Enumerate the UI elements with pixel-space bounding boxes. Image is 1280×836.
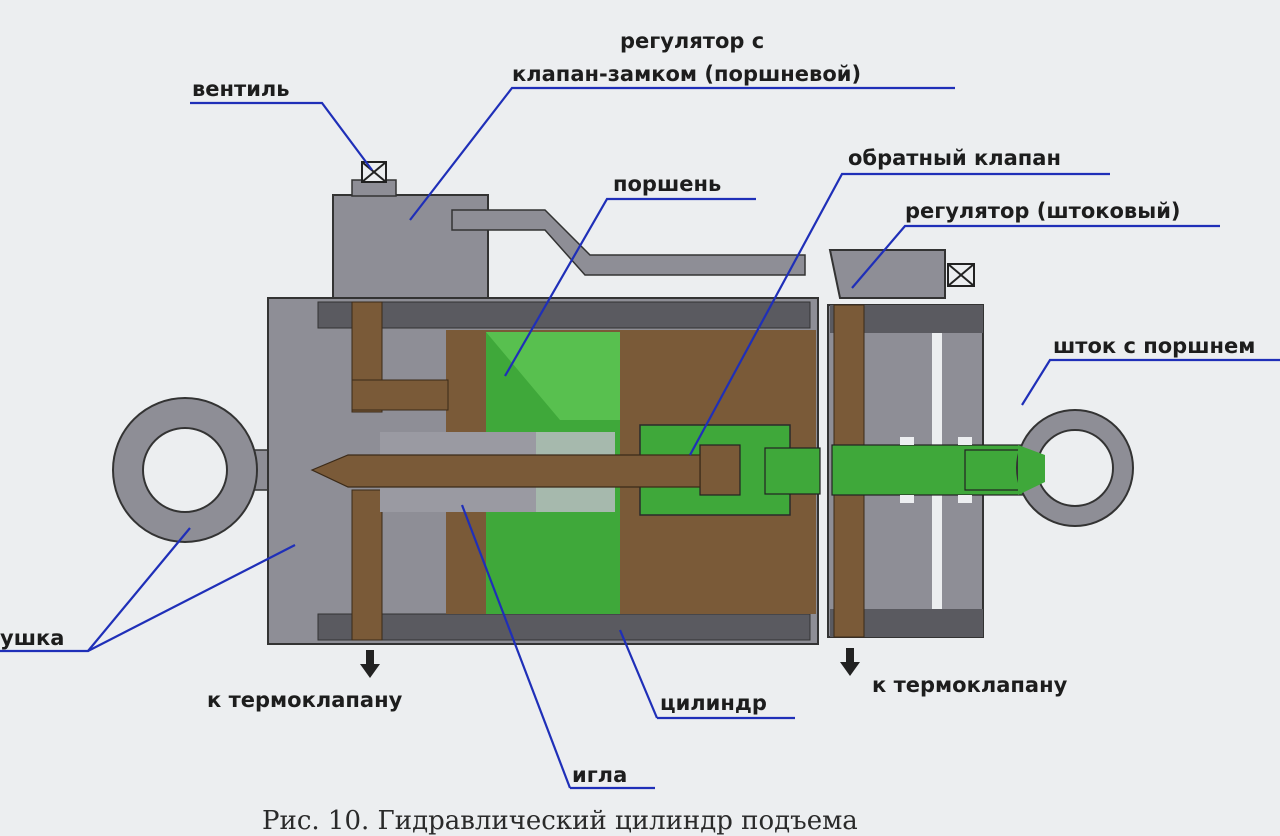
label-regulator-piston-2: клапан-замком (поршневой)	[512, 62, 862, 86]
rod-end-section	[827, 249, 1033, 638]
label-regulator-rod: регулятор (штоковый)	[905, 199, 1181, 223]
left-eye-lug	[112, 397, 281, 543]
label-obratny-klapan: обратный клапан	[848, 146, 1061, 170]
cylinder-body	[267, 297, 821, 645]
label-shtok: шток с поршнем	[1053, 334, 1256, 358]
right-eye-lug	[1016, 409, 1134, 527]
label-ventil: вентиль	[192, 77, 290, 101]
figure-caption: Рис. 10. Гидравлический цилиндр подъема	[262, 806, 858, 836]
label-needle: игла	[572, 763, 628, 787]
label-to-thermovalve-left: к термоклапану	[207, 688, 403, 712]
label-to-thermovalve-right: к термоклапану	[872, 673, 1068, 697]
down-arrow-icon	[360, 650, 380, 678]
label-regulator-piston-1: регулятор с	[620, 29, 765, 53]
piston-regulator	[332, 194, 806, 299]
label-cylinder: цилиндр	[660, 691, 767, 715]
label-porshen: поршень	[613, 172, 722, 196]
leader-lines	[0, 86, 1280, 790]
valve-knob	[351, 161, 397, 197]
down-arrow-icon	[840, 648, 860, 676]
label-proushka: ушка	[0, 626, 65, 650]
